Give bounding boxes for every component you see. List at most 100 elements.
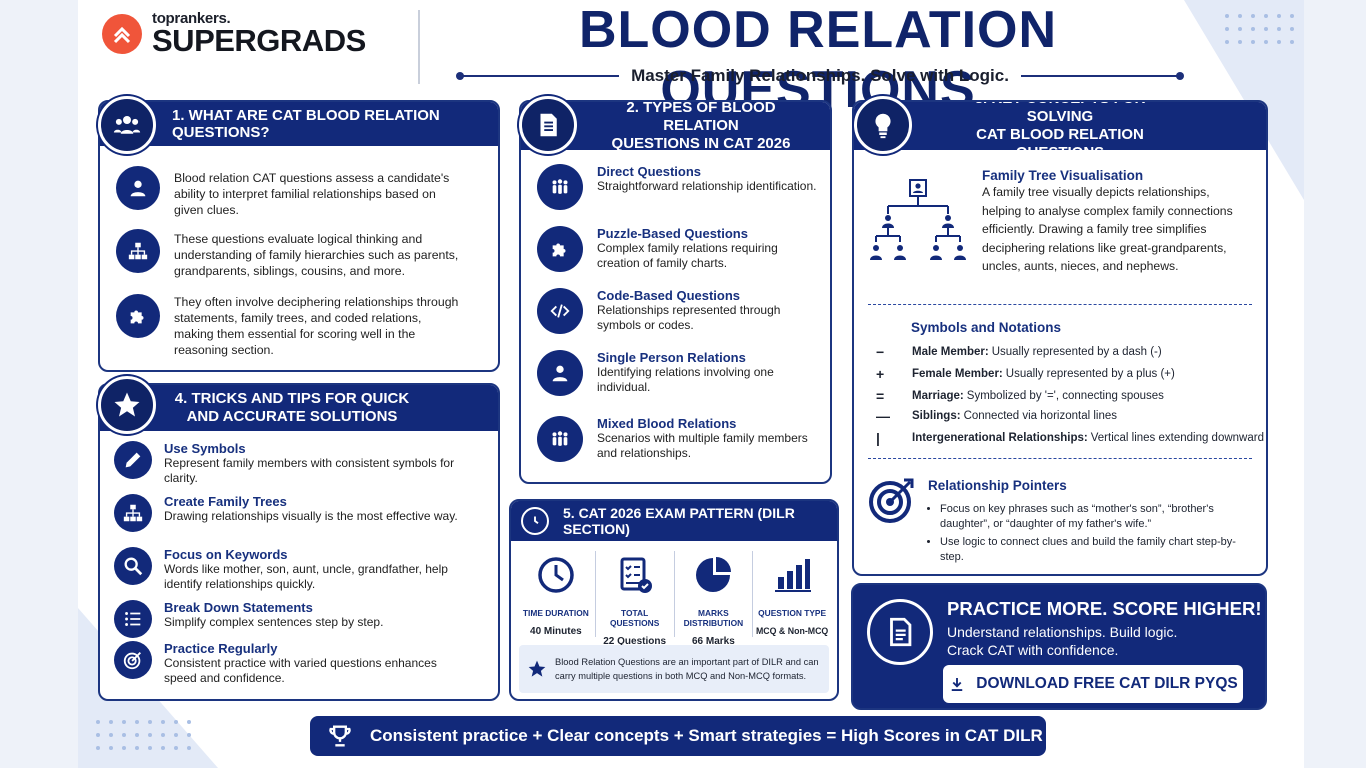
stat-total-questions: TOTAL QUESTIONS 22 Questions xyxy=(596,551,675,647)
decor-dots xyxy=(1225,14,1294,44)
document-icon xyxy=(519,96,577,154)
item-text: Straightforward relationship identificat… xyxy=(597,179,817,193)
card-exam-pattern: 5. CAT 2026 EXAM PATTERN (DILR SECTION) … xyxy=(509,499,839,701)
stat-value: 66 Marks xyxy=(691,636,735,647)
symbol-row: +Female Member:Usually represented by a … xyxy=(876,366,1175,382)
item-title: Create Family Trees xyxy=(164,494,287,509)
card-heading-line2: AND ACCURATE SOLUTIONS xyxy=(186,408,398,425)
footer-banner: Consistent practice + Clear concepts + S… xyxy=(310,716,1046,756)
stat-time-duration: TIME DURATION 40 Minutes xyxy=(517,551,596,637)
item-text: Drawing relationships visually is the mo… xyxy=(164,509,458,523)
symbol-label: Siblings: xyxy=(912,410,961,422)
pencil-icon xyxy=(114,441,152,479)
download-button-label: DOWNLOAD FREE CAT DILR PYQS xyxy=(976,675,1238,692)
symbol-text: Symbolized by '=', connecting spouses xyxy=(966,390,1164,402)
logo-small-text: toprankers. xyxy=(152,10,231,27)
subtitle-rule xyxy=(455,72,620,80)
list-item: Use logic to connect clues and build the… xyxy=(940,535,1250,565)
banner-text: Consistent practice + Clear concepts + S… xyxy=(370,726,1043,745)
code-icon xyxy=(537,288,583,334)
card-heading: 1. WHAT ARE CAT BLOOD RELATION QUESTIONS… xyxy=(100,102,498,146)
card-heading: 3. KEY CONCEPTS FOR SOLVING CAT BLOOD RE… xyxy=(854,102,1266,161)
item-title: Practice Regularly xyxy=(164,641,278,656)
page-subtitle: Master Family Relationships. Solve with … xyxy=(631,66,1009,85)
symbol-text: Connected via horizontal lines xyxy=(963,410,1117,422)
infographic-page: toprankers. SUPERGRADS BLOOD RELATION QU… xyxy=(78,0,1304,768)
item-text: Relationships represented through symbol… xyxy=(597,303,781,332)
star-icon xyxy=(98,376,156,434)
note-text: Blood Relation Questions are an importan… xyxy=(555,657,819,681)
symbol-row: −Male Member:Usually represented by a da… xyxy=(876,344,1162,360)
family-tree-section: Family Tree Visualisation A family tree … xyxy=(982,168,1252,276)
stat-value: 22 Questions xyxy=(603,636,667,647)
brand-logo[interactable]: toprankers. SUPERGRADS xyxy=(102,10,366,58)
stats-row: TIME DURATION 40 Minutes TOTAL QUESTIONS… xyxy=(517,551,831,647)
stat-question-type: QUESTION TYPE MCQ & Non-MCQ xyxy=(753,551,831,637)
item-title: Break Down Statements xyxy=(164,600,313,615)
stat-label: TOTAL QUESTIONS xyxy=(609,608,660,628)
family-tree-icon xyxy=(870,179,966,260)
list-item: They often involve deciphering relations… xyxy=(116,294,464,358)
stat-value: 40 Minutes xyxy=(530,626,582,637)
person-icon xyxy=(537,350,583,396)
person-icon xyxy=(116,166,160,210)
symbol-glyph: − xyxy=(876,344,885,360)
symbol-glyph: — xyxy=(876,408,890,424)
pointers-title: Relationship Pointers xyxy=(928,478,1067,493)
search-icon xyxy=(114,547,152,585)
list-icon xyxy=(114,600,152,638)
logo-big-text: SUPERGRADS xyxy=(152,23,366,58)
card-key-concepts: 3. KEY CONCEPTS FOR SOLVING CAT BLOOD RE… xyxy=(852,100,1268,576)
item-text: Consistent practice with varied question… xyxy=(164,656,437,685)
download-pyqs-button[interactable]: DOWNLOAD FREE CAT DILR PYQS xyxy=(943,665,1243,703)
stat-label: MARKS DISTRIBUTION xyxy=(683,608,744,628)
item-title: Code-Based Questions xyxy=(597,288,741,303)
item-text: Scenarios with multiple family members a… xyxy=(597,431,808,460)
bar-chart-icon xyxy=(775,559,812,592)
puzzle-icon xyxy=(116,294,160,338)
practice-line1: Understand relationships. Build logic. xyxy=(947,624,1178,640)
decor-dots xyxy=(96,720,191,750)
card-types-of-questions: 2. TYPES OF BLOOD RELATION QUESTIONS IN … xyxy=(519,100,832,484)
clock-icon xyxy=(521,507,549,535)
symbol-label: Marriage: xyxy=(912,390,964,402)
item-title: Use Symbols xyxy=(164,441,246,456)
card-heading-text: 5. CAT 2026 EXAM PATTERN (DILR SECTION) xyxy=(563,505,795,537)
card-heading-line1: 4. TRICKS AND TIPS FOR QUICK xyxy=(174,390,410,407)
trophy-icon xyxy=(310,722,370,750)
stat-value: MCQ & Non-MCQ xyxy=(755,626,829,636)
card-heading-line2: CAT BLOOD RELATION QUESTIONS xyxy=(976,126,1144,161)
item-title: Single Person Relations xyxy=(597,350,746,365)
list-item: Focus on key phrases such as “mother's s… xyxy=(940,502,1250,532)
item-title: Direct Questions xyxy=(597,164,702,179)
clock-icon xyxy=(538,557,574,593)
subtitle-row: Master Family Relationships. Solve with … xyxy=(455,66,1185,86)
item-text: Words like mother, son, aunt, uncle, gra… xyxy=(164,562,448,591)
symbol-text: Usually represented by a dash (-) xyxy=(991,346,1162,358)
item-text: Complex family relations requiring creat… xyxy=(597,241,778,270)
symbol-row: — Siblings:Connected via horizontal lines xyxy=(876,408,1117,424)
symbol-label: Intergenerational Relationships: xyxy=(912,432,1088,444)
stat-label: QUESTION TYPE xyxy=(758,608,827,618)
logo-chevron-icon xyxy=(102,14,142,54)
symbol-row: =Marriage:Symbolized by '=', connecting … xyxy=(876,388,1164,404)
symbol-glyph: | xyxy=(876,430,880,446)
item-text: Identifying relations involving one indi… xyxy=(597,365,774,394)
card-what-are-questions: 1. WHAT ARE CAT BLOOD RELATION QUESTIONS… xyxy=(98,100,500,372)
target-icon xyxy=(869,478,914,523)
item-title: Puzzle-Based Questions xyxy=(597,226,748,241)
puzzle-icon xyxy=(537,226,583,272)
card-heading-line1: 2. TYPES OF BLOOD RELATION xyxy=(626,100,776,134)
practice-line2: Crack CAT with confidence. xyxy=(947,642,1119,658)
pointers-list: Focus on key phrases such as “mother's s… xyxy=(940,502,1250,565)
card-heading: 5. CAT 2026 EXAM PATTERN (DILR SECTION) xyxy=(511,501,837,541)
section-text: A family tree visually depicts relations… xyxy=(982,185,1233,273)
item-title: Focus on Keywords xyxy=(164,547,288,562)
card-heading-line1: 3. KEY CONCEPTS FOR SOLVING xyxy=(975,102,1146,125)
